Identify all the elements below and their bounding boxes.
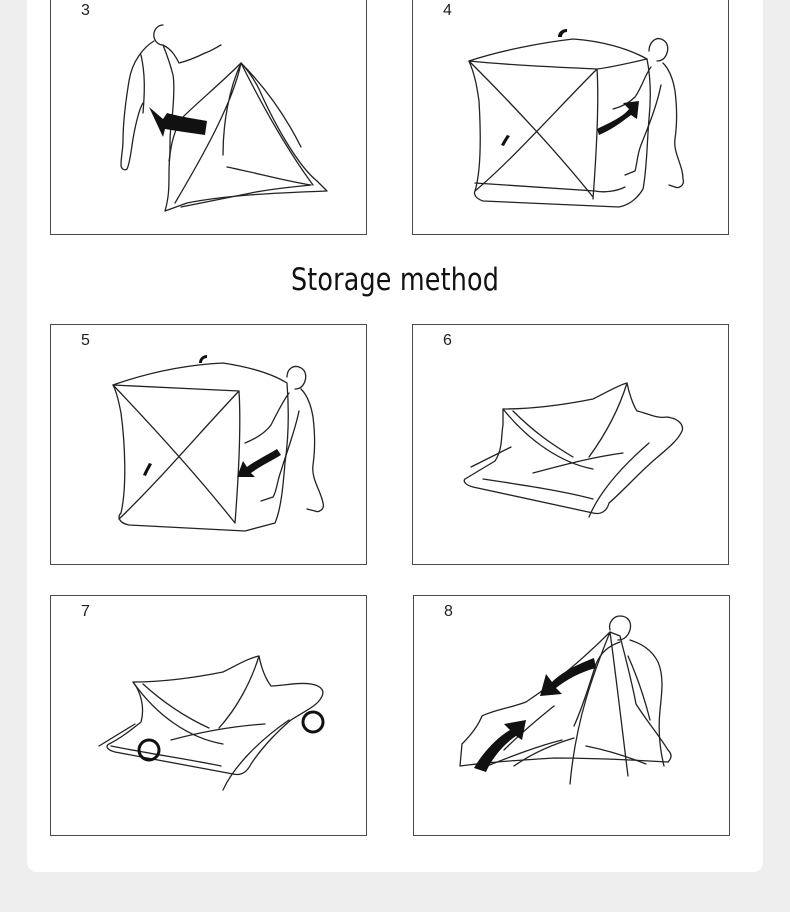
step-panel-3: 3 [50, 0, 367, 235]
step-number: 6 [443, 332, 452, 349]
step-number: 3 [81, 2, 90, 19]
step-number: 4 [443, 2, 452, 19]
step-panel-4: 4 [412, 0, 729, 235]
corner-marker [137, 738, 161, 762]
step-number: 5 [81, 332, 90, 349]
person-folding-tent-icon [459, 615, 672, 785]
section-heading: Storage method [290, 262, 499, 298]
person-lifting-tent-icon [120, 24, 328, 212]
person-pushing-tent-hub-icon [468, 29, 685, 208]
step-panel-6: 6 [412, 324, 729, 565]
collapsed-tent-icon [463, 382, 684, 518]
person-pressing-tent-hub-icon [112, 355, 325, 532]
step-panel-5: 5 [50, 324, 367, 565]
step-number: 7 [81, 603, 90, 620]
step-number: 8 [444, 603, 453, 620]
folding-tent-corners-icon [98, 655, 325, 791]
corner-marker [301, 710, 325, 734]
step-panel-7: 7 [50, 595, 367, 836]
step-panel-8: 8 [413, 595, 730, 836]
